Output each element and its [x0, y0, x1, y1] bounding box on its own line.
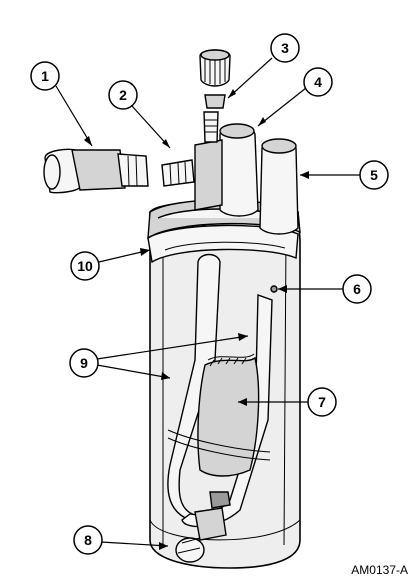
- callout-5-label: 5: [370, 167, 378, 183]
- callout-8-label: 8: [84, 532, 92, 548]
- inlet-pipe: [219, 123, 259, 217]
- callout-8: 8: [73, 525, 103, 555]
- bleed-hole: [270, 285, 278, 293]
- drain-fitting: [175, 491, 231, 563]
- inner-liner: [147, 224, 299, 264]
- callout-6-label: 6: [353, 281, 361, 297]
- callout-5: 5: [359, 160, 389, 190]
- service-port-cap: [199, 49, 231, 109]
- callout-1: 1: [30, 61, 60, 91]
- callout-4: 4: [303, 67, 333, 97]
- callout-10: 10: [70, 251, 100, 281]
- callout-9: 9: [69, 348, 99, 378]
- callout-4-label: 4: [314, 74, 322, 90]
- desiccant-bag: [197, 353, 260, 477]
- callout-3-label: 3: [281, 40, 289, 56]
- strap: [167, 429, 271, 461]
- callout-7-label: 7: [318, 394, 326, 410]
- callout-9-label: 9: [80, 355, 88, 371]
- figure-code: AM0137-A: [351, 563, 408, 577]
- pressure-switch-fitting: [161, 159, 195, 187]
- leader-lines: [55, 57, 360, 550]
- callout-7: 7: [307, 387, 337, 417]
- service-boss: [194, 111, 223, 211]
- callout-1-label: 1: [41, 68, 49, 84]
- callout-6: 6: [342, 274, 372, 304]
- callout-2-label: 2: [119, 87, 127, 103]
- callout-3: 3: [270, 33, 300, 63]
- callout-10-label: 10: [77, 258, 93, 274]
- outlet-pipe: [259, 138, 299, 235]
- pressure-switch: [43, 148, 149, 194]
- callout-2: 2: [108, 80, 138, 110]
